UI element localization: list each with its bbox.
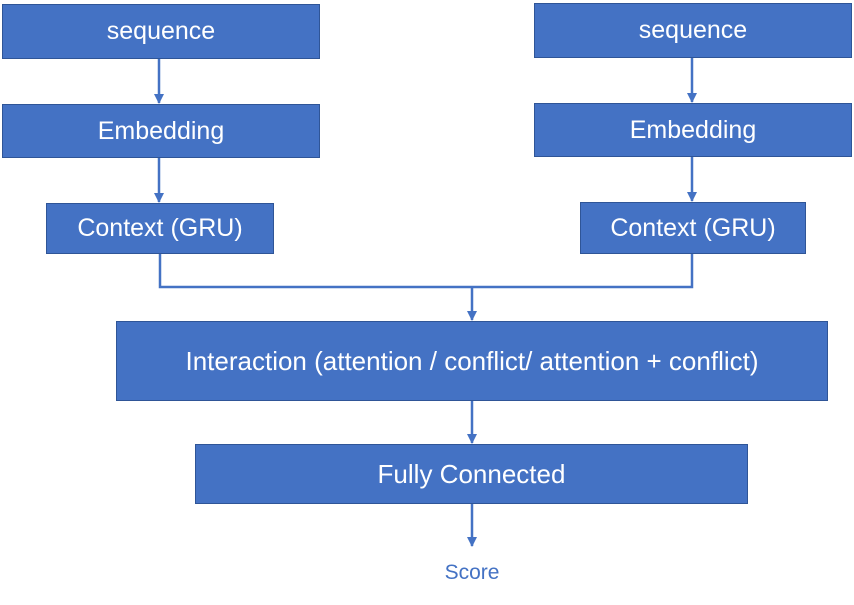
right-context-box: Context (GRU) [580,202,806,254]
left-sequence-label: sequence [106,17,216,45]
interaction-label: Interaction (attention / conflict/ atten… [185,345,759,376]
right-context-label: Context (GRU) [610,213,776,242]
fully-connected-box: Fully Connected [195,444,748,504]
left-embedding-label: Embedding [97,116,225,145]
right-sequence-box: sequence [534,3,852,58]
score-output-label: Score [444,561,500,584]
interaction-box: Interaction (attention / conflict/ atten… [116,321,828,401]
left-embedding-box: Embedding [2,104,320,158]
connector-left-context-to-merge [158,254,472,289]
right-sequence-label: sequence [638,16,748,44]
connector-right-context-to-merge [472,254,694,289]
right-embedding-box: Embedding [534,103,852,157]
left-context-box: Context (GRU) [46,203,274,254]
fully-connected-label: Fully Connected [377,458,566,489]
left-context-label: Context (GRU) [77,214,243,242]
left-sequence-box: sequence [2,4,320,59]
right-embedding-label: Embedding [629,115,757,144]
